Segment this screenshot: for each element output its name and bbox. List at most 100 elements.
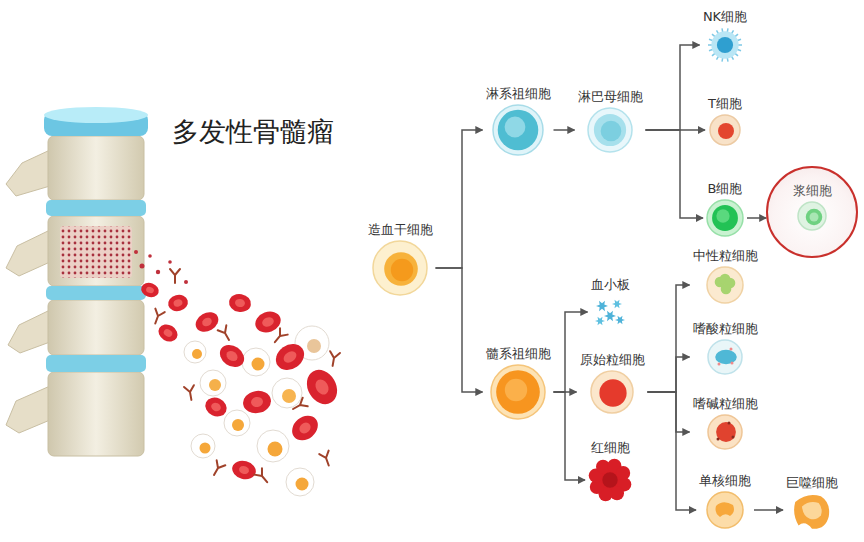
connector-arrow <box>648 357 690 392</box>
cell-icon <box>588 458 632 502</box>
cell-icon-part <box>498 110 539 151</box>
disc-top <box>44 107 148 123</box>
cell-icon <box>706 266 744 304</box>
cell-icon-part <box>505 379 527 401</box>
cell-icon-part <box>710 115 740 145</box>
cell-body <box>216 340 249 371</box>
cell-icon-part <box>794 495 829 529</box>
spinous-processes <box>6 150 50 433</box>
cell-icon <box>797 201 827 231</box>
cell-icon-part <box>707 492 743 528</box>
cell-icon-part <box>601 121 622 142</box>
cell-center <box>225 349 240 363</box>
cell-icon <box>490 364 546 420</box>
cell-center <box>250 396 264 408</box>
cell-icon <box>707 339 743 375</box>
antibody <box>218 325 234 342</box>
cell-body <box>228 292 253 314</box>
disc <box>46 200 146 216</box>
cell-body <box>287 411 323 446</box>
connector-arrow <box>648 285 690 392</box>
cell-center <box>261 316 275 329</box>
red-cell <box>166 293 189 314</box>
cell-body <box>166 293 189 314</box>
cell-icon-part <box>615 316 625 325</box>
cell-icon-part <box>595 317 605 326</box>
cell-node: 单核细胞 <box>696 472 754 529</box>
antibody <box>271 328 288 345</box>
cell-center <box>313 377 331 397</box>
cell-body <box>200 370 226 396</box>
cell-body <box>224 410 250 436</box>
cell-node: 髓系祖细胞 <box>483 345 554 420</box>
connector-arrow <box>436 268 483 392</box>
red-cell <box>192 308 222 336</box>
connector-arrow <box>747 217 766 219</box>
cell-node: 淋系祖细胞 <box>483 85 554 156</box>
cell-center <box>173 298 184 307</box>
cell-nucleus <box>307 339 321 353</box>
cell-node: 红细胞 <box>585 439 635 502</box>
cell-icon-part <box>711 31 738 58</box>
antibodies <box>151 269 340 485</box>
red-cell <box>216 340 249 371</box>
cell-label: 嗜碱粒细胞 <box>690 395 761 412</box>
antibody <box>210 460 226 477</box>
cell-icon-part-part <box>794 495 829 529</box>
cell-body <box>286 468 314 496</box>
cell-icon <box>707 27 743 63</box>
cell-label: 单核细胞 <box>696 472 754 489</box>
cell-label: NK细胞 <box>700 8 751 25</box>
cell-center <box>281 349 298 365</box>
cell-icon-part <box>716 422 736 442</box>
cell-icon-part <box>391 259 413 281</box>
cell-icon-part <box>373 241 427 295</box>
cell-center <box>234 298 245 308</box>
cell-label: B细胞 <box>703 180 747 197</box>
cell-label: 造血干细胞 <box>365 221 436 238</box>
cell-icon-part <box>708 340 742 374</box>
antibody <box>328 351 340 367</box>
cell-label: 中性粒细胞 <box>690 247 761 264</box>
cell-center <box>201 316 214 328</box>
particle <box>134 250 138 254</box>
cell-body <box>242 348 270 376</box>
particle <box>148 254 152 258</box>
vertebra <box>48 216 144 286</box>
antibody <box>254 468 271 485</box>
cell-body <box>139 280 161 299</box>
cell-icon-part <box>707 267 743 303</box>
cell-label: 淋系祖细胞 <box>483 85 554 102</box>
cell-nucleus <box>200 443 211 454</box>
connector-arrow <box>754 509 783 511</box>
cell-node: 原始粒细胞 <box>577 351 648 414</box>
cell-body <box>301 364 343 409</box>
cell-body <box>241 389 272 416</box>
cell-nucleus <box>209 379 221 391</box>
disc <box>46 286 146 300</box>
red-cell <box>252 308 283 336</box>
process <box>8 310 50 353</box>
cell-icon <box>587 107 633 153</box>
cell-node: 嗜碱粒细胞 <box>690 395 761 450</box>
cell-icon-part <box>712 205 738 231</box>
cell-center <box>297 420 313 435</box>
disc <box>46 355 146 372</box>
cell-icon-part <box>717 37 733 53</box>
red-cell <box>228 292 253 314</box>
cell-icon-part <box>591 371 633 413</box>
cell-icon <box>372 240 428 296</box>
cell-icon <box>709 114 741 146</box>
cell-label: 巨噬细胞 <box>783 474 841 491</box>
cell-label: 血小板 <box>588 276 633 293</box>
cell-icon-part <box>505 117 526 138</box>
cell-icon-part-part <box>802 502 822 519</box>
particles <box>134 250 188 284</box>
cell-icon-part <box>717 438 720 441</box>
white-cell <box>184 341 206 363</box>
white-cell <box>286 468 314 496</box>
red-cell <box>241 389 272 416</box>
connector-arrow <box>554 392 586 480</box>
cell-body <box>230 458 258 482</box>
connector-arrow <box>648 392 697 510</box>
